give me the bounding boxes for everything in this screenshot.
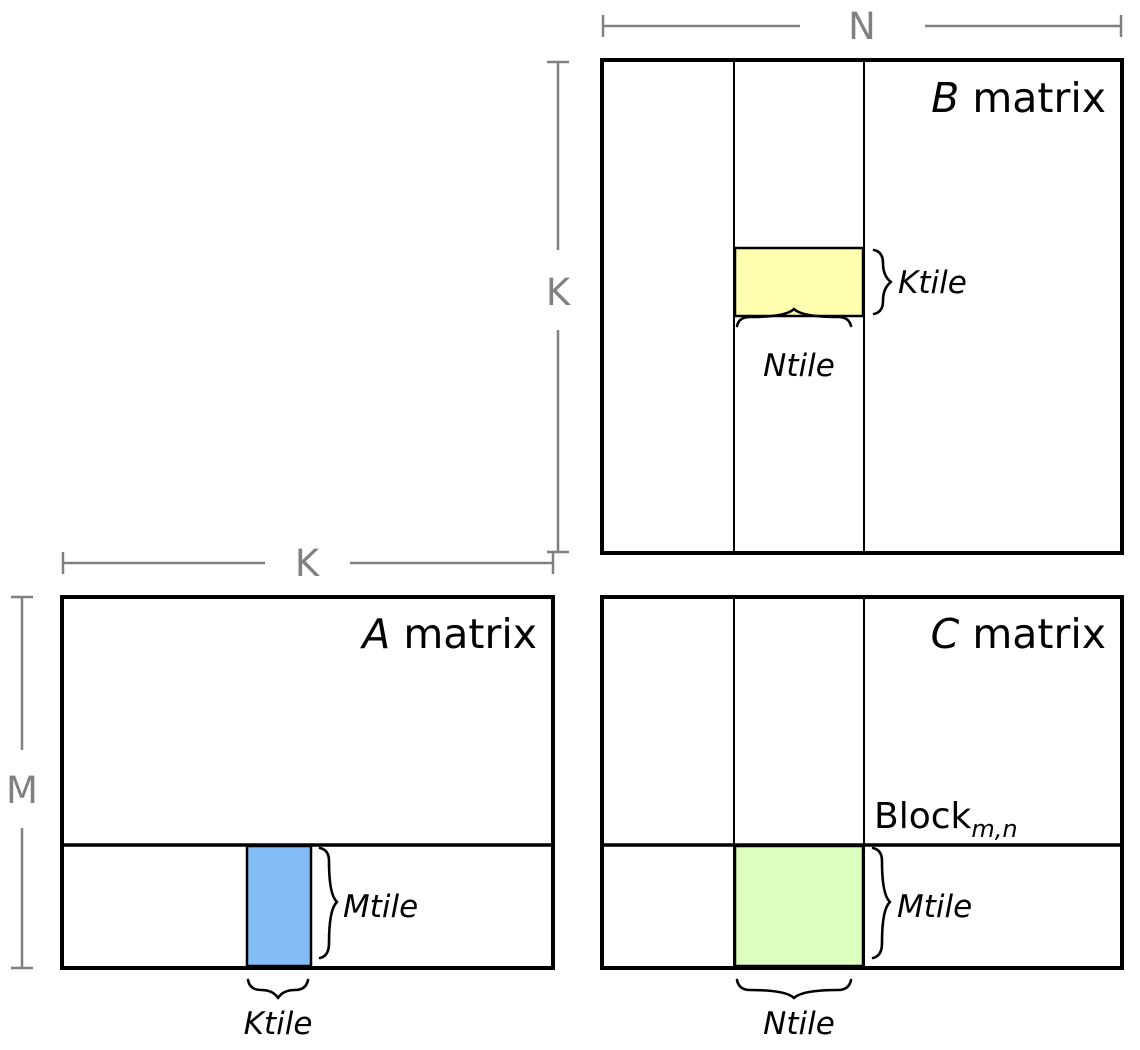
b-matrix-ktile-annotation: Ktile (872, 248, 967, 316)
c-matrix-name: C (931, 610, 960, 658)
dimension-k-horizontal-label: K (295, 542, 321, 585)
c-matrix-block-text: Block (874, 796, 972, 837)
c-matrix-ntile-label: Ntile (763, 1006, 835, 1042)
c-matrix: C matrix Blockm,n Mtile Ntile (600, 595, 1124, 1042)
b-matrix: B matrix Ktile Ntile (600, 58, 1124, 555)
dimension-k-vertical-label: K (546, 271, 572, 314)
b-matrix-ktile-label: Ktile (898, 265, 967, 301)
b-matrix-label-suffix: matrix (959, 74, 1106, 122)
c-matrix-active-tile (733, 844, 865, 968)
b-matrix-label: B matrix (931, 74, 1106, 122)
c-matrix-label: C matrix (931, 610, 1106, 658)
dimension-m: M (6, 595, 38, 970)
b-matrix-active-tile (733, 246, 865, 318)
c-matrix-block-subscript: m,n (971, 815, 1017, 843)
dimension-m-label: M (6, 769, 38, 812)
c-matrix-ntile-brace (735, 978, 853, 1000)
b-matrix-name: B (931, 74, 959, 122)
c-matrix-outline (600, 595, 1124, 970)
a-matrix-mtile-label: Mtile (343, 889, 418, 925)
dimension-k-vertical: K (546, 60, 572, 554)
a-matrix-mtile-brace (318, 846, 339, 960)
a-matrix-label-suffix: matrix (390, 610, 537, 658)
a-matrix-label: A matrix (359, 610, 537, 658)
a-matrix-ktile-label: Ktile (244, 1006, 313, 1042)
a-matrix-name: A (359, 610, 390, 658)
b-matrix-ntile-label: Ntile (763, 348, 835, 384)
dimension-n: N (601, 5, 1123, 48)
c-matrix-mtile-brace (871, 846, 892, 960)
a-matrix-active-tile (245, 844, 313, 968)
b-matrix-ntile-brace (735, 307, 853, 328)
c-matrix-ntile-annotation: Ntile (735, 978, 853, 1042)
a-matrix-mtile-annotation: Mtile (318, 846, 418, 960)
dimension-n-label: N (848, 5, 876, 48)
c-matrix-block-label: Blockm,n (874, 796, 1018, 843)
c-matrix-mtile-annotation: Mtile (871, 846, 972, 960)
a-matrix: A matrix Mtile Ktile (60, 595, 555, 1042)
b-matrix-ntile-annotation: Ntile (735, 307, 853, 384)
a-matrix-ktile-annotation: Ktile (244, 978, 313, 1042)
a-matrix-ktile-brace (246, 978, 310, 1000)
b-matrix-ktile-brace (872, 248, 893, 316)
c-matrix-mtile-label: Mtile (897, 889, 972, 925)
dimension-k-horizontal: K (61, 542, 555, 585)
c-matrix-label-suffix: matrix (959, 610, 1106, 658)
